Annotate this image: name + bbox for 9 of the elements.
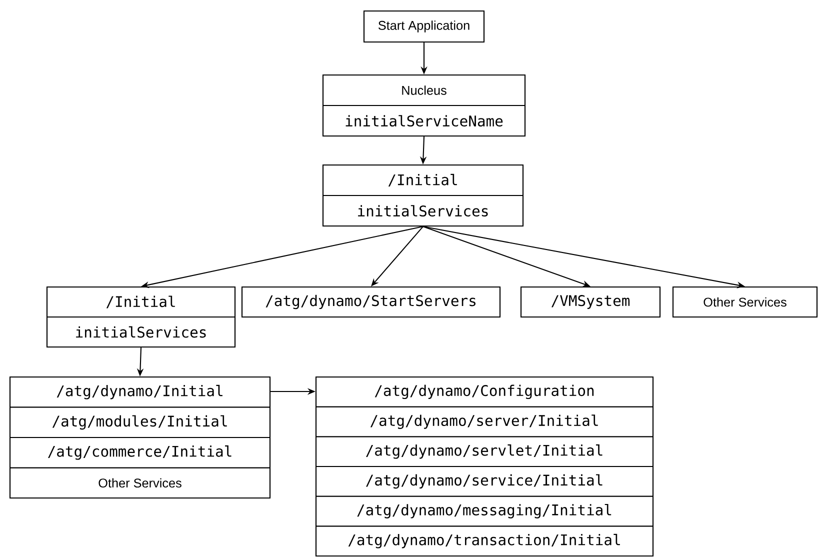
stacked-box: /atg/dynamo/Initial /atg/modules/Initial /atg/commerce/Initial Other Services: [9, 376, 271, 499]
process-box: Start Application: [363, 10, 485, 43]
process-box: Other Services: [672, 286, 818, 318]
stacked-box: Nucleus initialServiceName: [322, 74, 526, 137]
stacked-box: /Initial initialServices: [322, 164, 524, 227]
stacked-box: /Initial initialServices: [46, 286, 236, 348]
process-box: /atg/dynamo/StartServers: [241, 286, 501, 318]
stacked-box: /atg/dynamo/Configuration /atg/dynamo/server/Initial /atg/dynamo/servlet/Initial /atg/dynamo/service/Initial /atg/dynamo/messaging/Initial /atg/dynamo/transaction/Initial: [315, 376, 654, 557]
process-box: /VMSystem: [520, 286, 661, 318]
